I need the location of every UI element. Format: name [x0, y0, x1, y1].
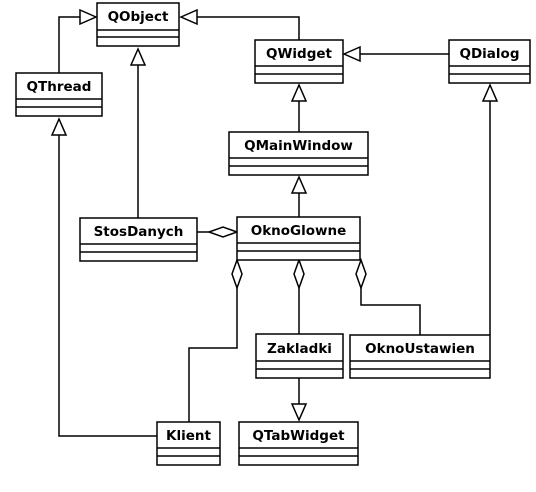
class-oknoglowne: OknoGlowne	[236, 216, 361, 261]
class-name: QWidget	[266, 46, 332, 62]
class-name: QThread	[27, 79, 92, 95]
class-klient: Klient	[156, 421, 221, 466]
class-qdialog: QDialog	[448, 39, 531, 84]
aggregation-diamond	[231, 257, 243, 291]
class-name: QDialog	[460, 46, 520, 62]
class-name: StosDanych	[94, 224, 184, 240]
generalization-arrowhead	[129, 47, 147, 66]
class-name: OknoUstawien	[365, 341, 475, 357]
edge-klient-qthread	[58, 135, 157, 437]
class-name: OknoGlowne	[251, 223, 347, 239]
class-qthread: QThread	[15, 72, 103, 117]
class-oknoustawien: OknoUstawien	[349, 334, 491, 379]
aggregation-diamond	[355, 257, 367, 291]
aggregation-diamond	[293, 257, 305, 291]
generalization-arrowhead	[481, 83, 499, 102]
class-zakladki: Zakladki	[255, 333, 344, 379]
generalization-arrowhead	[179, 8, 198, 26]
class-qmainwindow: QMainWindow	[228, 131, 369, 176]
class-qtabwidget: QTabWidget	[238, 421, 359, 466]
class-name: Zakladki	[267, 341, 332, 357]
edge-qwidget-qobject	[197, 16, 300, 40]
generalization-arrowhead	[50, 117, 68, 136]
class-name: QObject	[108, 9, 169, 25]
generalization-arrowhead	[290, 403, 308, 422]
class-name: QMainWindow	[244, 138, 353, 154]
generalization-arrowhead	[290, 175, 308, 194]
generalization-arrowhead	[290, 83, 308, 102]
class-qwidget: QWidget	[254, 39, 344, 84]
generalization-arrowhead	[342, 45, 361, 63]
edge-klient-oknoglowne	[188, 288, 238, 422]
aggregation-diamond	[206, 226, 240, 238]
edge-qthread-qobject	[58, 16, 80, 73]
class-stosdanych: StosDanych	[79, 217, 198, 262]
class-name: QTabWidget	[252, 428, 345, 444]
generalization-arrowhead	[79, 8, 98, 26]
edge-oknoustawien-oknoglowne	[360, 288, 421, 335]
class-qobject: QObject	[96, 2, 180, 47]
class-name: Klient	[166, 428, 211, 444]
